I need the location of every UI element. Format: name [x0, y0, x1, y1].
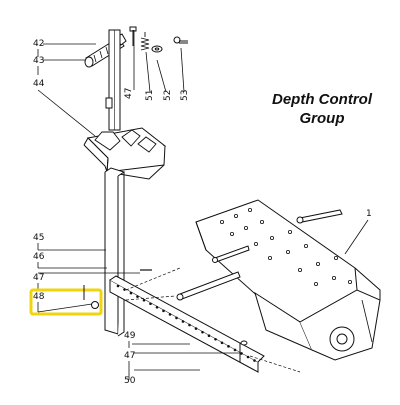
housing-bracket	[83, 127, 167, 180]
bar-hole	[220, 341, 224, 345]
plate-hole	[285, 249, 290, 254]
spring-part	[140, 32, 150, 51]
bar-hole	[181, 320, 185, 323]
bolt-part	[129, 26, 137, 46]
plate-hole	[253, 241, 258, 246]
pin-part	[173, 36, 188, 44]
bar-hole	[207, 334, 211, 338]
bar-hole	[136, 295, 139, 298]
bar-hole	[149, 302, 152, 306]
bar-hole	[168, 313, 172, 316]
svg-text:45: 45	[33, 233, 44, 243]
bar-hole	[116, 284, 120, 288]
bar-hole	[155, 306, 159, 309]
frame-rods	[176, 209, 343, 301]
svg-text:47: 47	[33, 273, 44, 283]
svg-text:42: 42	[33, 39, 44, 49]
screw-shaft	[105, 29, 121, 131]
bar-hole	[194, 327, 198, 330]
callout-46: 46	[33, 252, 107, 269]
plate-holes	[219, 207, 352, 286]
bar-hole	[201, 330, 204, 334]
plate-hole	[333, 255, 338, 260]
svg-text:48: 48	[33, 292, 45, 302]
callout-48: 48	[29, 285, 103, 316]
callout-42: 42	[33, 39, 96, 57]
svg-text:44: 44	[33, 79, 45, 89]
svg-text:49: 49	[124, 331, 136, 341]
callout-1: 1	[344, 209, 372, 255]
plate-hole	[347, 279, 352, 284]
vertical-post	[104, 167, 126, 337]
plate-hole	[331, 275, 336, 280]
svg-text:1: 1	[366, 209, 372, 219]
plate-hole	[269, 235, 274, 240]
callout-44: 44	[33, 79, 96, 137]
dashed-leaders	[125, 267, 301, 373]
bar-hole	[188, 323, 191, 327]
svg-text:43: 43	[33, 56, 44, 66]
plate-hole	[229, 231, 234, 236]
callout-52: 52	[156, 59, 173, 101]
callout-47-mid: 47	[33, 269, 152, 290]
plate-hole	[313, 281, 318, 286]
plate-hole	[297, 267, 302, 272]
plate-hole	[259, 219, 264, 224]
bar-hole	[233, 348, 237, 352]
plate-hole	[243, 225, 248, 230]
washer-part	[151, 45, 163, 53]
svg-text:50: 50	[124, 376, 136, 386]
bar-hole	[142, 298, 146, 302]
callout-45: 45	[33, 233, 106, 251]
callout-47-top: 47	[124, 30, 135, 99]
highlight-box	[29, 288, 103, 316]
bar-hole	[123, 288, 126, 291]
bar-hole	[240, 352, 243, 355]
callout-51: 51	[145, 51, 155, 101]
bar-hole	[227, 345, 230, 348]
bar-holes	[116, 284, 256, 362]
plate-hole	[247, 207, 252, 212]
frame-plate	[195, 199, 381, 361]
svg-text:47: 47	[124, 88, 134, 99]
plate-hole	[267, 255, 272, 260]
bar-hole	[246, 355, 250, 359]
svg-text:46: 46	[33, 252, 45, 262]
plate-hole	[287, 229, 292, 234]
diagram-title-line-2: Group	[299, 110, 345, 127]
plate-hole	[233, 213, 238, 218]
bar-hole	[129, 291, 133, 295]
bar-hole	[175, 316, 178, 320]
plate-hole	[219, 219, 224, 224]
svg-text:53: 53	[180, 90, 190, 101]
bar-hole	[214, 337, 217, 341]
bar-hole	[253, 359, 256, 362]
plate-hole	[315, 261, 320, 266]
plate-hole	[303, 243, 308, 248]
callout-47-bottom: 47	[124, 340, 248, 380]
callout-49: 49	[124, 331, 190, 348]
bar-hole	[162, 309, 165, 313]
svg-text:47: 47	[124, 351, 135, 361]
diagram-title: Depth Control Group	[258, 90, 386, 128]
callout-53: 53	[180, 47, 190, 101]
svg-text:51: 51	[145, 90, 155, 101]
svg-text:52: 52	[163, 90, 173, 101]
callout-50: 50	[124, 369, 200, 386]
diagram-title-line-1: Depth Control	[272, 91, 372, 108]
